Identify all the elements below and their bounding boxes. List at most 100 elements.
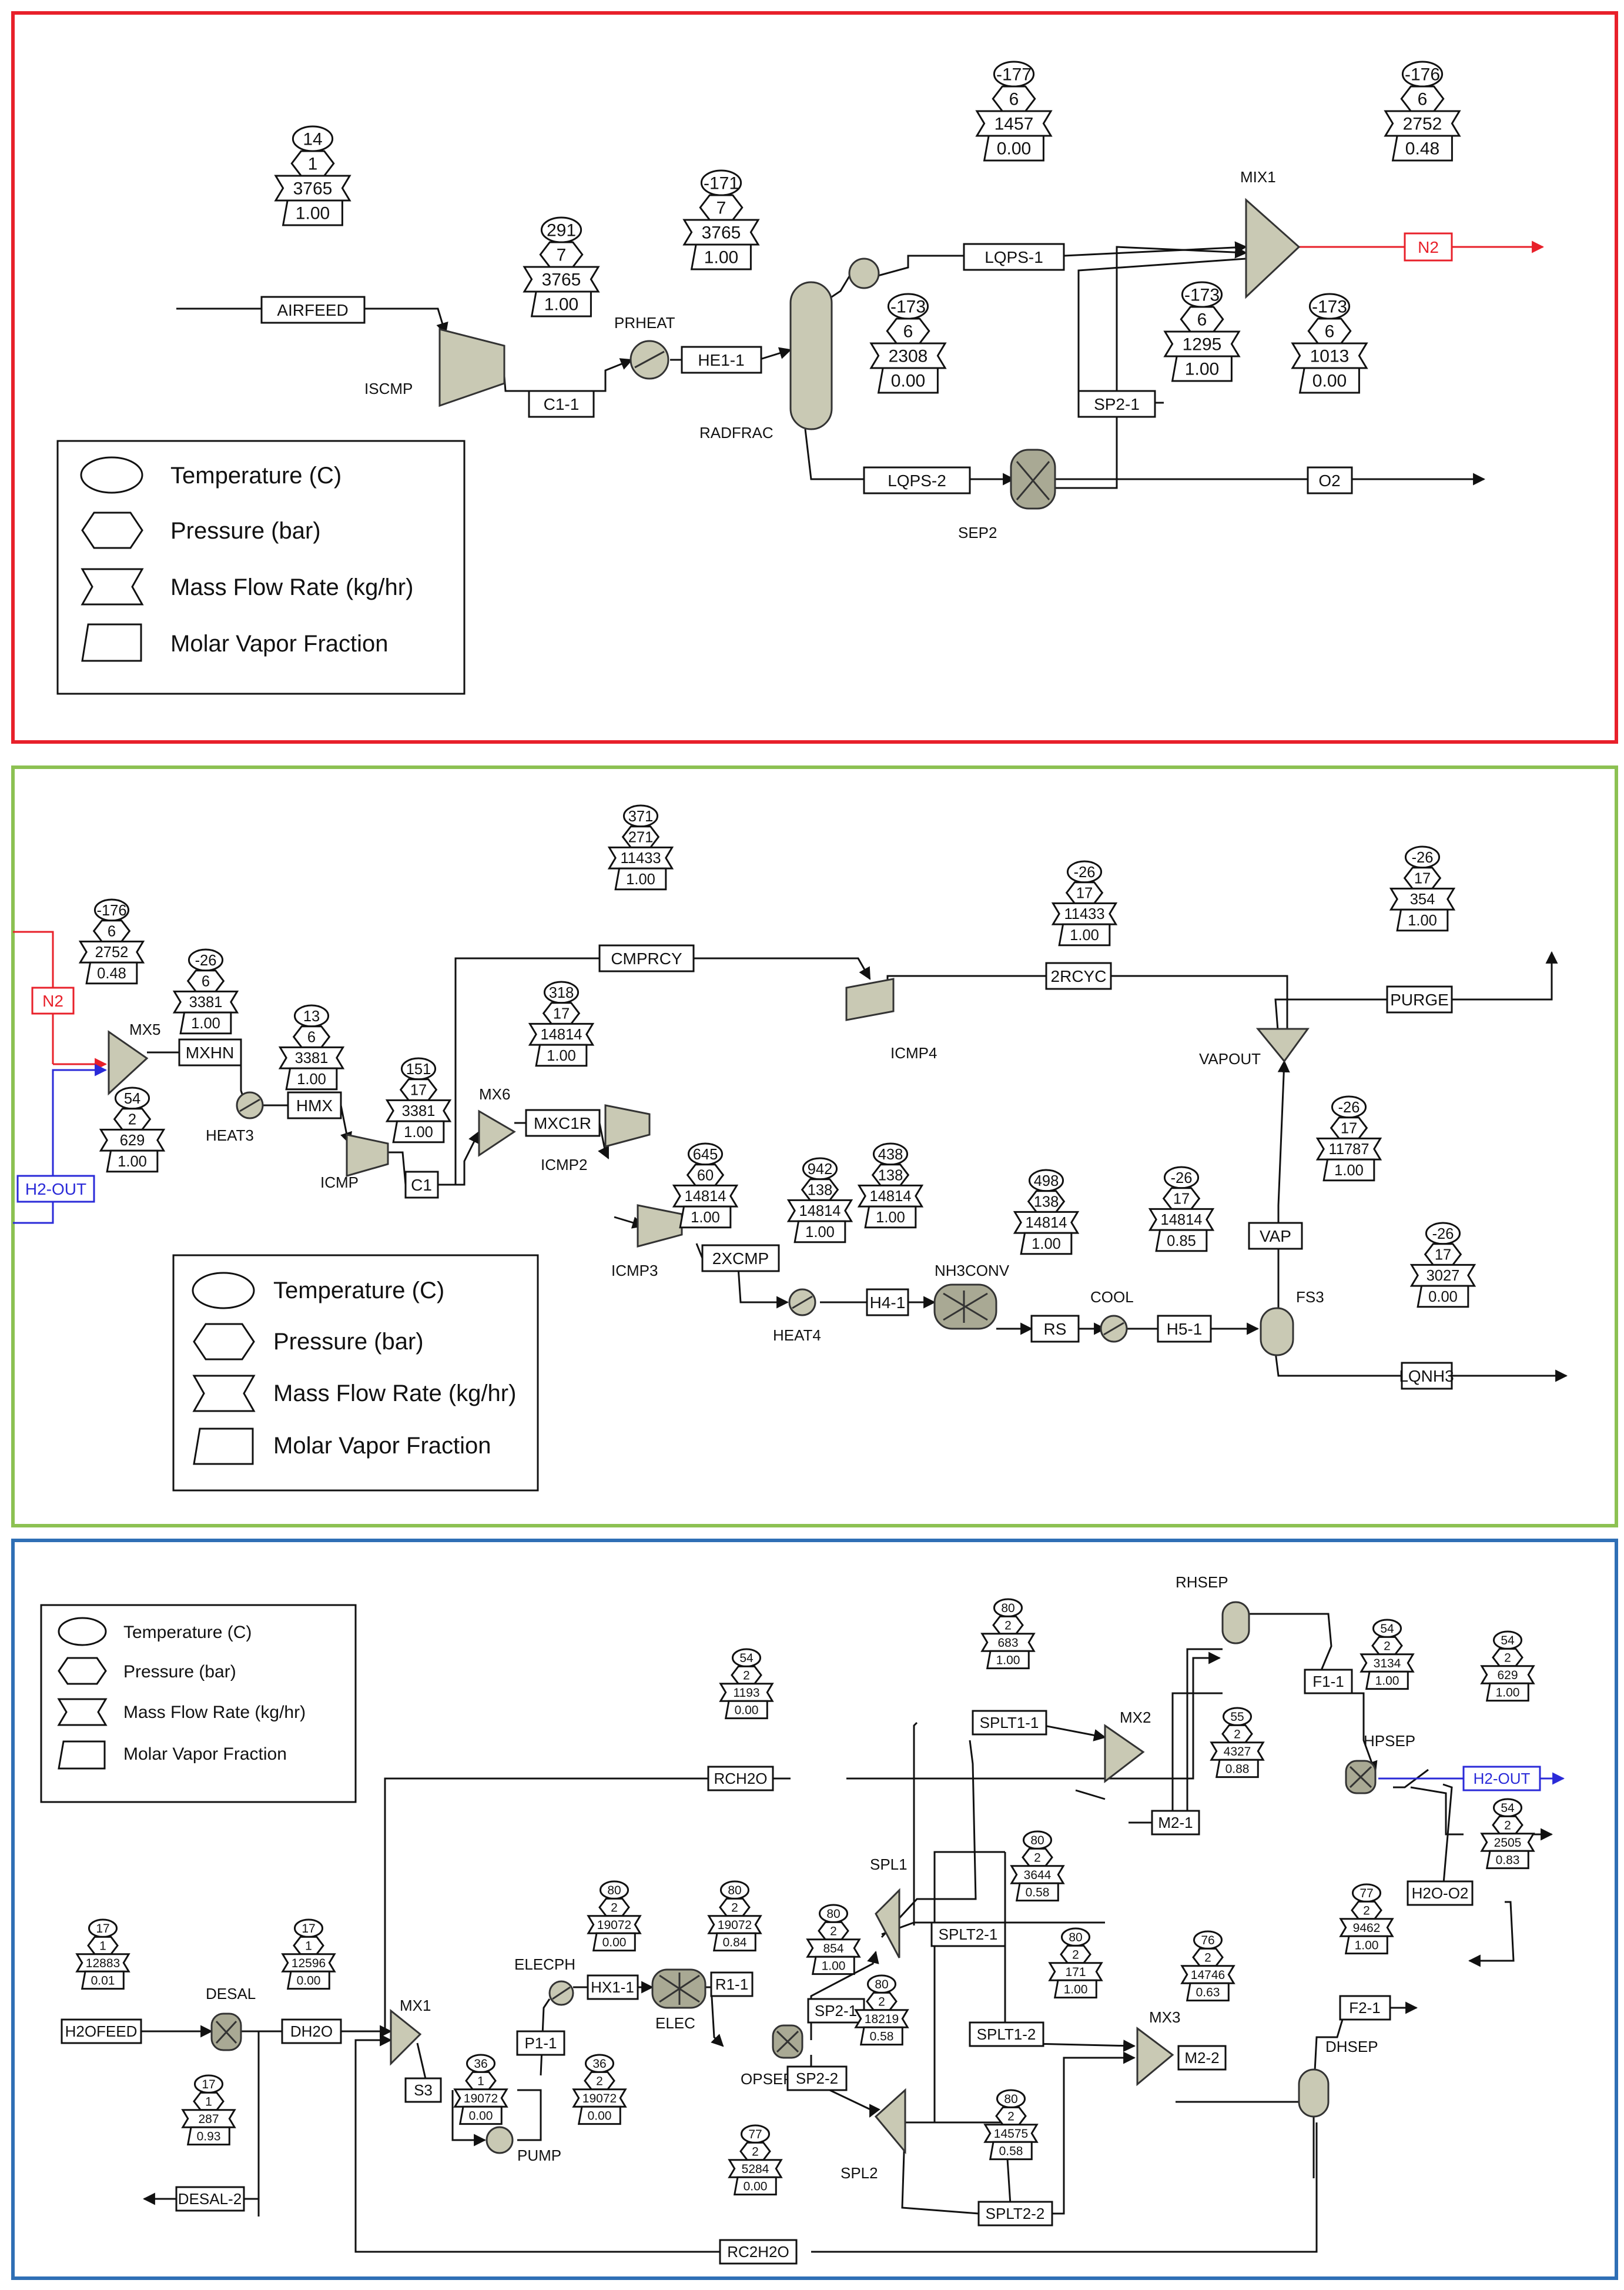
stream-f1-1: F1-1 xyxy=(1312,1673,1344,1690)
stream-sp2-1: SP2-1 xyxy=(1094,395,1140,413)
tag-mass-flow: 2752 xyxy=(95,944,129,961)
panel1-legend: Temperature (C) Pressure (bar) Mass Flow… xyxy=(56,440,466,695)
tag-mass-flow: 14746 xyxy=(1191,1968,1225,1982)
sep2-label: SEP2 xyxy=(958,524,997,541)
stream-vap: VAP xyxy=(1260,1227,1291,1245)
prheat-label: PRHEAT xyxy=(614,314,675,332)
nh3conv-label: NH3CONV xyxy=(935,1262,1010,1279)
tag-vapor-fraction: 0.00 xyxy=(735,1703,759,1717)
panel2-stream-boxes: N2 H2-OUT MXHN HMX C1 MXC1R CMPRCY 2XCMP… xyxy=(16,944,1454,1390)
tag-mass-flow: 854 xyxy=(823,1942,843,1955)
icmp-compressor xyxy=(346,1134,389,1177)
tag-mass-flow: 3381 xyxy=(189,994,223,1011)
stream-sp2-2: SP2-2 xyxy=(796,2070,838,2087)
tag-vapor-fraction: 1.00 xyxy=(297,1071,326,1088)
panel3-equipment: DESAL MX1 PUMP ELECPH ELEC OPSEP SPL1 SP… xyxy=(206,1573,1415,2182)
tag-vapor-fraction: 0.85 xyxy=(1167,1233,1196,1249)
tag-mass-flow: 14814 xyxy=(685,1188,726,1205)
stream-splt2-1: SPLT2-1 xyxy=(939,1925,998,1943)
tag-pressure: 2 xyxy=(1072,1948,1079,1961)
tag-pressure: 6 xyxy=(903,322,913,342)
stream-purge: PURGE xyxy=(1390,991,1449,1009)
icmp-label: ICMP xyxy=(320,1174,359,1191)
tag-vapor-fraction: 1.00 xyxy=(876,1209,905,1226)
tag-vapor-fraction: 0.58 xyxy=(999,2144,1023,2158)
tag-vapor-fraction: 1.00 xyxy=(1355,1938,1379,1952)
tag-pressure: 138 xyxy=(1034,1194,1059,1210)
tag-mass-flow: 2505 xyxy=(1494,1836,1522,1850)
stream-desal-2: DESAL-2 xyxy=(178,2190,242,2208)
tag-temperature: -26 xyxy=(1171,1170,1193,1186)
tag-temperature: 80 xyxy=(1069,1931,1082,1944)
tag-pressure: 2 xyxy=(731,1901,738,1914)
tag-vapor-fraction: 1.00 xyxy=(1334,1162,1364,1179)
tag-vapor-fraction: 1.00 xyxy=(704,248,738,268)
tag-vapor-fraction: 0.00 xyxy=(1312,372,1347,391)
tag-vapor-fraction: 1.00 xyxy=(626,871,655,888)
tag-temperature: 291 xyxy=(547,221,576,240)
tag-mass-flow: 12883 xyxy=(86,1957,120,1970)
tag-vapor-fraction: 0.83 xyxy=(1496,1853,1520,1867)
tag-pressure: 2 xyxy=(1363,1904,1370,1917)
stream-h4-1: H4-1 xyxy=(870,1293,906,1312)
tag-vapor-fraction: 1.00 xyxy=(1375,1674,1399,1687)
tag-vapor-fraction: 1.00 xyxy=(1064,1983,1088,1996)
tag-vapor-fraction: 1.00 xyxy=(547,1048,576,1064)
tag-pressure: 2 xyxy=(128,1111,136,1128)
icmp4-label: ICMP4 xyxy=(890,1044,937,1062)
mix1-mixer xyxy=(1245,198,1301,299)
tag-temperature: 80 xyxy=(1004,2092,1017,2106)
tag-temperature: 54 xyxy=(1380,1622,1394,1636)
panel-air-separation xyxy=(11,11,1618,744)
tag-pressure: 2 xyxy=(1504,1818,1511,1832)
tag-vapor-fraction: 0.00 xyxy=(1428,1289,1458,1305)
tag-mass-flow: 3765 xyxy=(702,223,741,243)
tag-vapor-fraction: 0.58 xyxy=(1026,1886,1050,1899)
tag-pressure: 2 xyxy=(596,2074,603,2088)
stream-splt1-1: SPLT1-1 xyxy=(980,1714,1039,1731)
stream-p1-1: P1-1 xyxy=(525,2034,557,2052)
tag-mass-flow: 683 xyxy=(997,1636,1018,1650)
tag-mass-flow: 4327 xyxy=(1224,1745,1251,1759)
tag-mass-flow: 171 xyxy=(1065,1965,1086,1979)
tag-mass-flow: 1193 xyxy=(733,1686,759,1700)
stream-splt1-2: SPLT1-2 xyxy=(977,2025,1036,2043)
tag-temperature: 80 xyxy=(826,1907,840,1921)
tag-mass-flow: 3134 xyxy=(1374,1657,1401,1670)
tag-vapor-fraction: 0.84 xyxy=(723,1935,747,1949)
legend2-pressure: Pressure (bar) xyxy=(273,1329,424,1355)
stream-n2-in: N2 xyxy=(42,992,63,1010)
tag-pressure: 2 xyxy=(743,1669,750,1682)
stream-rc2h2o: RC2H2O xyxy=(727,2243,789,2261)
tag-temperature: 17 xyxy=(302,1922,315,1935)
stream-cmprcy: CMPRCY xyxy=(611,950,682,968)
legend-pressure: Pressure (bar) xyxy=(170,518,321,544)
tag-pressure: 17 xyxy=(1076,885,1093,901)
tag-vapor-fraction: 1.00 xyxy=(404,1124,433,1141)
tag-vapor-fraction: 1.00 xyxy=(1032,1236,1061,1252)
stream-h2o-o2: H2O-O2 xyxy=(1412,1884,1469,1902)
stream-n2: N2 xyxy=(1418,238,1439,256)
dhsep-flash xyxy=(1298,2068,1330,2118)
tag-temperature: 54 xyxy=(1501,1634,1515,1647)
panel3-stream-boxes: H2OFEED DH2O DESAL-2 S3 P1-1 HX1-1 R1-1 … xyxy=(61,1669,1541,2265)
stream-sp2-1-p3: SP2-1 xyxy=(815,2002,857,2020)
stream-r1-1: R1-1 xyxy=(715,1975,748,1993)
legend3-pressure: Pressure (bar) xyxy=(123,1662,236,1681)
mx6-mixer xyxy=(478,1109,516,1157)
tag-mass-flow: 629 xyxy=(1497,1669,1518,1682)
